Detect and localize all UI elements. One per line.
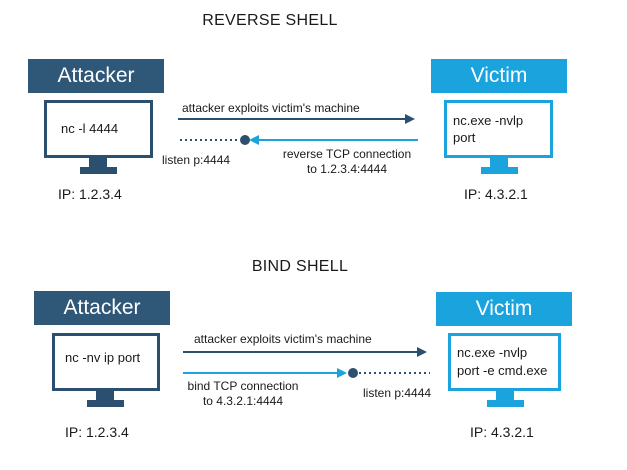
bind-victim-command-line-2: port -e cmd.exe [457, 363, 548, 378]
bind-victim-screen: nc.exe -nvlp port -e cmd.exe [448, 333, 561, 391]
bind-victim-monitor-stand [487, 391, 524, 407]
bind-connection-label: bind TCP connection to 4.3.2.1:4444 [178, 379, 308, 409]
reverse-attacker-label: Attacker [28, 59, 164, 93]
reverse-attacker-screen: nc -l 4444 [44, 100, 153, 158]
bind-attacker-monitor-stand [87, 391, 124, 407]
reverse-connection-label-line-1: reverse TCP connection [282, 147, 412, 161]
bind-attacker-label: Attacker [34, 291, 170, 325]
bind-victim-ip: IP: 4.3.2.1 [470, 424, 534, 440]
reverse-victim-label: Victim [431, 59, 567, 93]
bind-victim-command-line-1: nc.exe -nvlp [457, 345, 528, 360]
reverse-listen-socket-dot [240, 135, 250, 145]
reverse-attacker-monitor-stand [80, 158, 117, 174]
bind-attacker-screen: nc -nv ip port [52, 333, 160, 391]
reverse-victim-monitor-stand [481, 158, 518, 174]
bind-exploit-label: attacker exploits victim's machine [194, 332, 372, 346]
reverse-victim-command-line-2: port [453, 130, 476, 145]
bind-listen-socket-dot [348, 368, 358, 378]
reverse-victim-command-line-1: nc.exe -nvlp [453, 113, 524, 128]
bind-connection-label-line-1: bind TCP connection [187, 379, 299, 393]
reverse-attacker-command: nc -l 4444 [61, 121, 119, 136]
reverse-attacker-ip: IP: 1.2.3.4 [58, 186, 122, 202]
bind-victim-label: Victim [436, 292, 572, 326]
reverse-listen-label: listen p:4444 [162, 153, 231, 167]
reverse-victim-ip: IP: 4.3.2.1 [464, 186, 528, 202]
bind-shell-title: BIND SHELL [251, 258, 349, 275]
bind-attacker-command: nc -nv ip port [65, 350, 141, 365]
reverse-victim-screen: nc.exe -nvlp port [444, 100, 553, 158]
reverse-shell-title: REVERSE SHELL [202, 12, 338, 29]
bind-listen-label: listen p:4444 [363, 386, 432, 400]
reverse-connection-label: reverse TCP connection to 1.2.3.4:4444 [272, 147, 422, 177]
reverse-connection-label-line-2: to 1.2.3.4:4444 [306, 162, 388, 176]
bind-connection-label-line-2: to 4.3.2.1:4444 [202, 394, 284, 408]
bind-attacker-ip: IP: 1.2.3.4 [65, 424, 129, 440]
reverse-exploit-label: attacker exploits victim's machine [182, 101, 360, 115]
